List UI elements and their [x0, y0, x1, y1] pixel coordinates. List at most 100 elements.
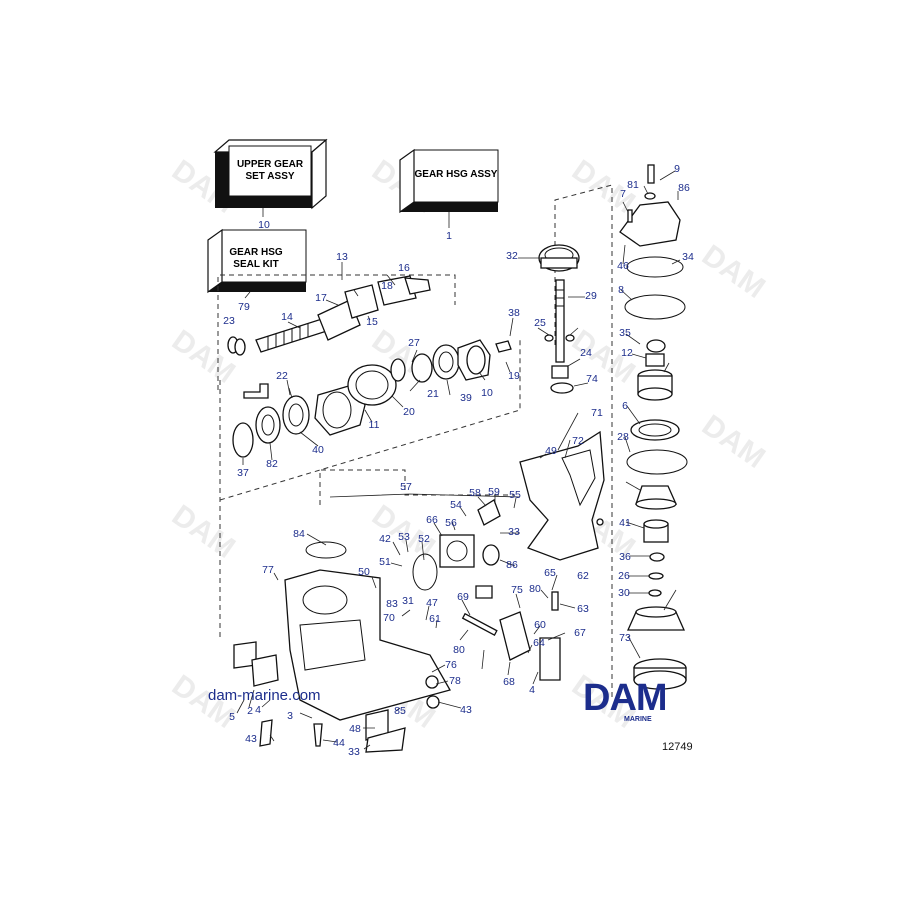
callout: 23	[223, 315, 235, 327]
callout: 10	[481, 387, 493, 399]
callout: 8	[618, 284, 624, 296]
callout: 48	[349, 723, 361, 735]
callout: 46	[617, 260, 629, 272]
callout: 12	[621, 347, 633, 359]
callout: 39	[460, 392, 472, 404]
callout: 43	[245, 733, 257, 745]
callout: 86	[678, 182, 690, 194]
callout: 47	[426, 597, 438, 609]
callout: 40	[312, 444, 324, 456]
callout: 3	[287, 710, 293, 722]
drive-shaft-assembly	[227, 275, 431, 356]
callout: 27	[408, 337, 420, 349]
callout: 43	[460, 704, 472, 716]
callout: 28	[617, 431, 629, 443]
callout: 67	[574, 627, 586, 639]
callout: 66	[426, 514, 438, 526]
callout: 52	[418, 533, 430, 545]
dam-marine-logo: DAM MARINE	[583, 677, 668, 723]
kit-box-upper-gear-set: UPPER GEAR SET ASSY 10	[213, 138, 328, 231]
callout: 35	[619, 327, 631, 339]
callout: 37	[237, 467, 249, 479]
callout: 55	[509, 489, 521, 501]
figure-number: 12749	[662, 741, 693, 753]
callout: 4	[255, 704, 261, 716]
callout: 38	[508, 307, 520, 319]
callout: 32	[506, 250, 518, 262]
svg-text:79: 79	[238, 301, 250, 313]
callout: 75	[511, 584, 523, 596]
callout: 6	[622, 400, 628, 412]
pinion-gear-stack	[619, 164, 688, 690]
callout: 53	[398, 531, 410, 543]
kit-box-gear-hsg-assy: GEAR HSG ASSY 1	[399, 148, 499, 242]
callout: 25	[534, 317, 546, 329]
website-text: dam-marine.com	[208, 687, 321, 704]
svg-text:MARINE: MARINE	[624, 716, 652, 723]
anode-plates	[233, 641, 440, 753]
svg-text:UPPER GEAR: UPPER GEAR	[237, 159, 304, 170]
callout: 76	[445, 659, 457, 671]
kit-box-gear-hsg-seal-kit: GEAR HSG SEAL KIT 79	[207, 228, 307, 313]
callout: 72	[572, 435, 584, 447]
gear-housing-group	[284, 430, 605, 721]
svg-text:DAM: DAM	[583, 677, 667, 719]
callout: 21	[427, 388, 439, 400]
callout: 31	[402, 595, 414, 607]
leader-lines	[236, 170, 681, 750]
callout: 59	[488, 486, 500, 498]
callout: 51	[379, 556, 391, 568]
callout: 2	[247, 705, 253, 717]
callout: 64	[533, 637, 545, 649]
callout: 30	[618, 587, 630, 599]
callout: 20	[403, 406, 415, 418]
callout: 82	[266, 458, 278, 470]
callout: 17	[315, 292, 327, 304]
callout: 33	[508, 526, 520, 538]
vertical-shaft-group	[538, 244, 580, 394]
callout: 78	[449, 675, 461, 687]
callout: 42	[379, 533, 391, 545]
callout: 26	[618, 570, 630, 582]
callout: 80	[529, 583, 541, 595]
callout: 73	[619, 632, 631, 644]
svg-text:1: 1	[446, 230, 452, 242]
callout: 41	[619, 517, 631, 529]
bearing-carrier-group	[232, 339, 512, 458]
callout: 63	[577, 603, 589, 615]
callout: 34	[682, 251, 694, 263]
callout: 68	[503, 676, 515, 688]
callout: 4	[529, 684, 535, 696]
svg-text:GEAR HSG ASSY: GEAR HSG ASSY	[415, 169, 498, 180]
callout: 80	[453, 644, 465, 656]
callout: 62	[577, 570, 589, 582]
callout: 19	[508, 370, 520, 382]
callout: 24	[580, 347, 592, 359]
callout: 56	[445, 517, 457, 529]
callout: 49	[545, 445, 557, 457]
svg-text:DAM: DAM	[166, 499, 241, 565]
callout: 14	[281, 311, 293, 323]
callout: 11	[369, 419, 380, 431]
callout: 22	[276, 370, 288, 382]
svg-text:DAM: DAM	[166, 324, 241, 390]
callout: 81	[627, 179, 639, 191]
callout: 16	[398, 262, 410, 274]
callout: 84	[293, 528, 305, 540]
callout: 86	[506, 559, 518, 571]
callout: 77	[262, 564, 274, 576]
svg-text:DAM: DAM	[696, 239, 771, 305]
callout: 50	[358, 566, 370, 578]
callout: 58	[469, 487, 481, 499]
callout: 65	[544, 567, 556, 579]
callout: 36	[619, 551, 631, 563]
callout-numbers: 13 18 16 17 14 15 23 38 27 21 39 10 19 2…	[223, 163, 694, 758]
svg-text:DAM: DAM	[696, 409, 771, 475]
svg-text:GEAR HSG: GEAR HSG	[229, 247, 283, 258]
callout: 33	[348, 746, 360, 758]
callout: 61	[429, 613, 441, 625]
callout: 15	[366, 316, 378, 328]
svg-text:SET ASSY: SET ASSY	[245, 171, 294, 182]
callout: 60	[534, 619, 546, 631]
